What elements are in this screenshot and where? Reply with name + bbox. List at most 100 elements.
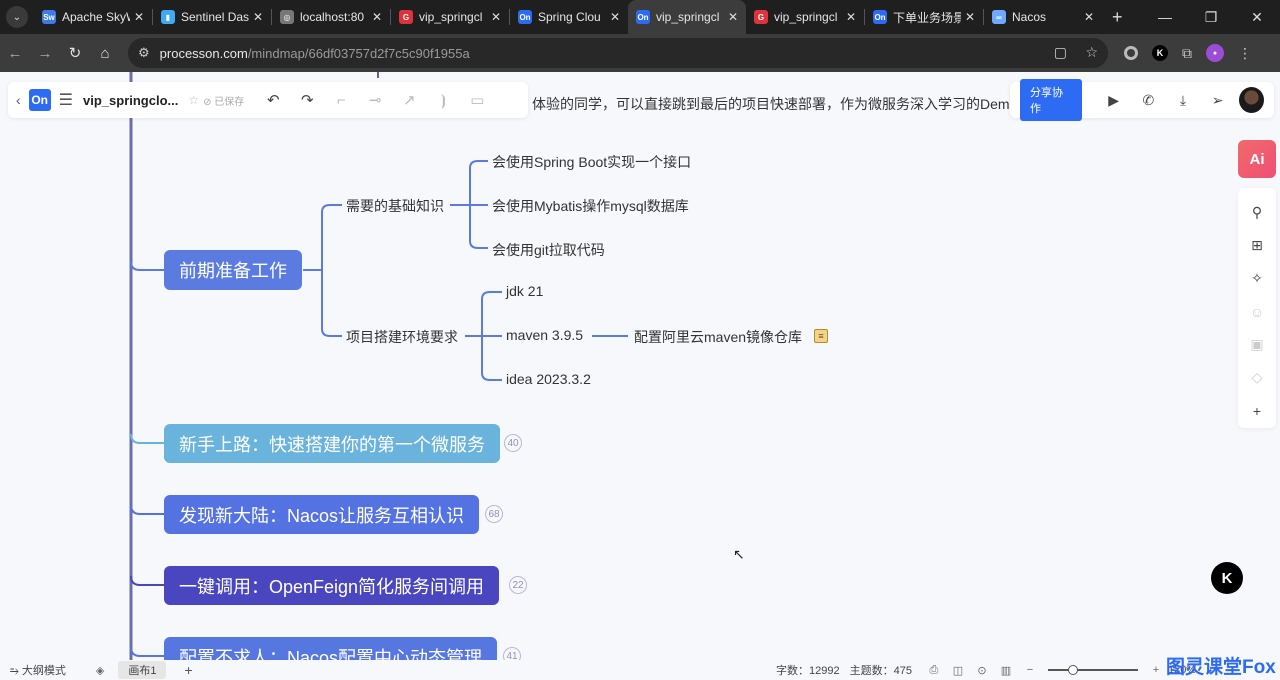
close-tab-icon[interactable]: ✕ xyxy=(609,10,620,24)
tab-search-button[interactable]: ⌄ xyxy=(6,6,28,28)
zoom-slider[interactable] xyxy=(1047,665,1138,675)
home-icon[interactable]: ⌂ xyxy=(100,44,110,62)
mouse-cursor: ↖ xyxy=(733,546,745,562)
summary-icon[interactable]: ⦘ xyxy=(440,91,446,109)
clipboard-icon[interactable]: ▢ xyxy=(1053,44,1067,60)
browser-tab[interactable]: ◎localhost:80✕ xyxy=(272,0,390,34)
browser-menu-icon[interactable]: ⋮ xyxy=(1238,44,1252,61)
extension-k-icon[interactable]: K xyxy=(1152,45,1168,61)
bookmark-star-icon[interactable]: ☆ xyxy=(1085,44,1098,60)
download-icon[interactable]: ⤓ xyxy=(1179,91,1187,108)
node-basic-child[interactable]: 会使用Spring Boot实现一个接口 xyxy=(492,154,692,170)
canvas-tab[interactable]: 画布1 xyxy=(118,661,167,679)
style-settings-icon[interactable]: ⚲ xyxy=(1251,204,1263,220)
emoji-icon[interactable]: ☺ xyxy=(1249,303,1265,320)
outline-mode-button[interactable]: ⥱ 大纲模式 xyxy=(10,665,66,677)
add-canvas-button[interactable]: + xyxy=(184,662,193,678)
collapsed-count-badge[interactable]: 68 xyxy=(485,505,503,523)
tab-title: Nacos xyxy=(1012,10,1047,24)
node-basic-knowledge[interactable]: 需要的基础知识 xyxy=(346,198,444,214)
node-openfeign[interactable]: 一键调用：OpenFeign简化服务间调用 xyxy=(164,566,500,605)
history-icon[interactable]: ⎙ xyxy=(929,663,939,676)
image-icon[interactable]: ▣ xyxy=(1250,336,1264,352)
url-input[interactable]: ⚙ processon.com/mindmap/66df03757d2f7c5c… xyxy=(128,38,1108,68)
redo-icon[interactable]: ↷ xyxy=(301,92,314,109)
browser-tab[interactable]: ∞Nacos✕ xyxy=(984,0,1102,34)
note-icon[interactable]: ≡ xyxy=(814,329,828,343)
back-button[interactable]: ‹ xyxy=(16,92,21,108)
close-tab-icon[interactable]: ✕ xyxy=(1083,10,1094,24)
ai-button[interactable]: Ai xyxy=(1238,140,1276,178)
format-painter-icon[interactable]: ⌐ xyxy=(336,91,346,109)
close-tab-icon[interactable]: ✕ xyxy=(252,10,263,24)
node-basic-child[interactable]: 会使用Mybatis操作mysql数据库 xyxy=(492,198,689,214)
node-basic-child[interactable]: 会使用git拉取代码 xyxy=(492,242,605,258)
structure-icon[interactable]: ⊞ xyxy=(1251,237,1263,253)
close-tab-icon[interactable]: ✕ xyxy=(845,10,856,24)
send-icon[interactable]: ➢ xyxy=(1211,91,1224,108)
tag-icon[interactable]: ◇ xyxy=(1251,369,1263,385)
restore-button[interactable]: ❐ xyxy=(1204,8,1218,25)
extensions-puzzle-icon[interactable]: ⧉ xyxy=(1182,44,1192,61)
user-avatar[interactable] xyxy=(1238,87,1265,113)
zoom-in-icon[interactable]: + xyxy=(1152,664,1160,676)
document-title[interactable]: vip_springclo... xyxy=(83,92,179,108)
node-maven-mirror[interactable]: 配置阿里云maven镜像仓库 xyxy=(634,329,803,345)
site-settings-icon[interactable]: ⚙ xyxy=(138,45,150,60)
close-tab-icon[interactable]: ✕ xyxy=(964,10,975,24)
map-icon[interactable]: ▥ xyxy=(1000,664,1012,677)
layout-icon[interactable]: ◫ xyxy=(952,664,964,677)
close-tab-icon[interactable]: ✕ xyxy=(490,10,501,24)
share-collab-button[interactable]: 分享协作 xyxy=(1020,79,1083,121)
floating-k-button[interactable]: K xyxy=(1211,562,1243,594)
close-tab-icon[interactable]: ✕ xyxy=(727,10,738,24)
node-env-child[interactable]: idea 2023.3.2 xyxy=(506,371,591,387)
zoom-out-icon[interactable]: − xyxy=(1026,664,1034,676)
intro-node-text[interactable]: 体验的同学，可以直接跳到最后的项目快速部署，作为微服务深入学习的Demo xyxy=(532,96,1018,112)
close-window-button[interactable]: ✕ xyxy=(1251,8,1263,25)
tab-separator xyxy=(271,9,272,25)
phone-icon[interactable]: ✆ xyxy=(1142,91,1155,108)
mindmap-canvas[interactable]: ‹ On ☰ vip_springclo... ☆ ⊘ 已保存 ↶ ↷ ⌐ ⊸ … xyxy=(0,72,1280,680)
node-env-child[interactable]: maven 3.9.5 xyxy=(506,327,584,343)
zoom-level: 120% xyxy=(1167,664,1197,676)
layers-icon[interactable]: ◈ xyxy=(95,664,105,677)
tab-separator xyxy=(390,9,391,25)
minimize-button[interactable]: — xyxy=(1158,9,1172,25)
favorite-star-icon[interactable]: ☆ xyxy=(188,93,200,107)
close-tab-icon[interactable]: ✕ xyxy=(133,10,144,24)
node-env-requirements[interactable]: 项目搭建环境要求 xyxy=(346,329,458,345)
collapsed-count-badge[interactable]: 40 xyxy=(504,434,522,452)
undo-icon[interactable]: ↶ xyxy=(267,92,280,109)
menu-icon[interactable]: ☰ xyxy=(58,92,74,109)
boundary-icon[interactable]: ▭ xyxy=(470,92,485,109)
locate-icon[interactable]: ⊙ xyxy=(977,664,987,677)
node-prep-work[interactable]: 前期准备工作 xyxy=(164,250,302,290)
status-bar: ⥱ 大纲模式 ◈ 画布1 + 字数：12992 主题数：475 ⎙ ◫ ⊙ ▥ … xyxy=(0,660,1280,680)
connector-lines xyxy=(129,72,628,672)
presentation-icon[interactable]: ▶ xyxy=(1108,91,1120,108)
add-icon[interactable]: + xyxy=(1252,402,1262,419)
reload-icon[interactable]: ↻ xyxy=(68,45,82,62)
profile-avatar[interactable]: ● xyxy=(1206,44,1224,62)
insert-topic-icon[interactable]: ⊸ xyxy=(369,92,382,109)
processon-logo[interactable]: On xyxy=(28,89,51,111)
collapsed-count-badge[interactable]: 22 xyxy=(509,576,527,594)
browser-tab[interactable]: ▮Sentinel Das✕ xyxy=(153,0,271,34)
theme-magic-icon[interactable]: ✧ xyxy=(1251,270,1263,286)
forward-icon[interactable]: → xyxy=(37,44,53,62)
extension-circle-icon[interactable] xyxy=(1124,46,1138,60)
node-env-child[interactable]: jdk 21 xyxy=(506,283,544,299)
node-nacos-discovery[interactable]: 发现新大陆：Nacos让服务互相认识 xyxy=(164,495,480,534)
new-tab-button[interactable]: + xyxy=(1112,6,1123,27)
node-quick-start[interactable]: 新手上路：快速搭建你的第一个微服务 xyxy=(164,424,500,463)
back-icon[interactable]: ← xyxy=(7,44,23,62)
relation-line-icon[interactable]: ↗ xyxy=(403,92,416,109)
close-tab-icon[interactable]: ✕ xyxy=(371,10,382,24)
